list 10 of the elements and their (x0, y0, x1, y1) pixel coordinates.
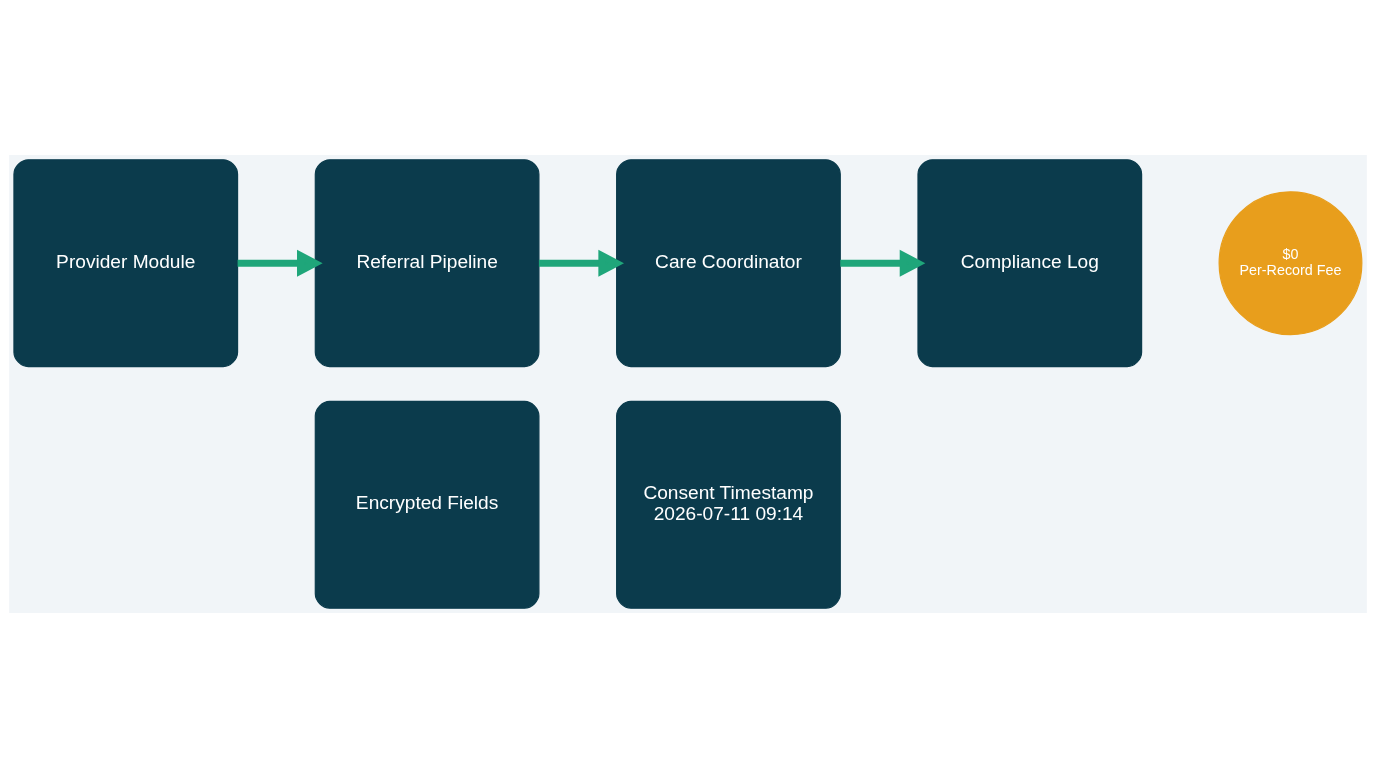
node-box: Referral Pipeline (314, 159, 540, 368)
arrow (237, 249, 323, 277)
node-box: Care Coordinator (616, 159, 841, 368)
arrow (538, 249, 624, 277)
node-box: Encrypted Fields (314, 400, 540, 609)
node-circle: $0 Per-Record Fee (1218, 191, 1363, 336)
node-box: Provider Module (13, 159, 239, 368)
arrow (840, 249, 926, 277)
node-box: Compliance Log (917, 159, 1143, 368)
node-box: Consent Timestamp 2026-07-11 09:14 (616, 400, 841, 609)
